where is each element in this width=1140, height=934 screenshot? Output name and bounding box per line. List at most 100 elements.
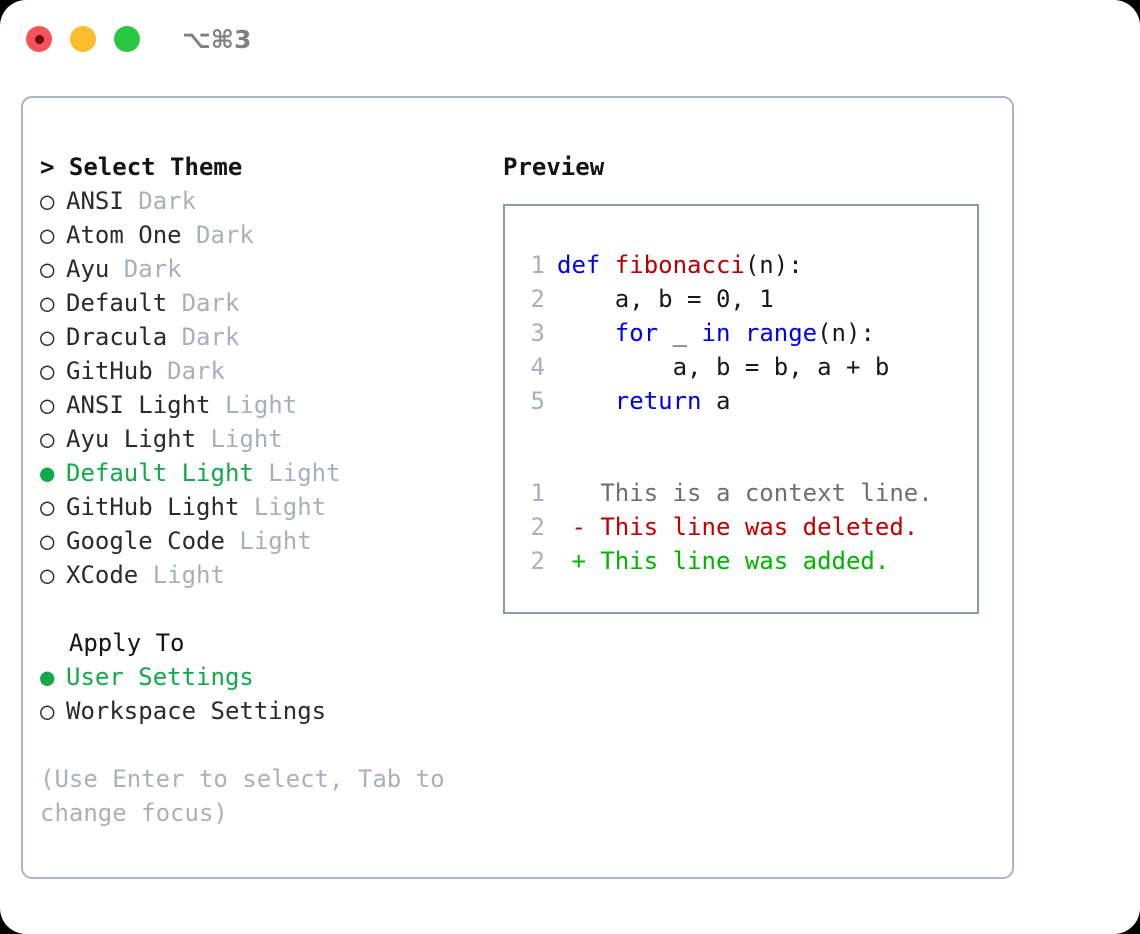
line-number: 3 xyxy=(530,319,545,347)
theme-option-label: GitHub xyxy=(66,357,153,385)
theme-option[interactable]: ○ Ayu Dark xyxy=(40,252,480,286)
diff-line-number: 2 xyxy=(530,513,545,541)
theme-list: ○ANSI Dark○Atom One Dark○Ayu Dark○Defaul… xyxy=(40,184,480,592)
diff-line-number: 2 xyxy=(530,547,545,575)
title-bar: ⌥⌘3 xyxy=(0,0,1140,78)
theme-option[interactable]: ● Default Light Light xyxy=(40,456,480,490)
code-diff-spacer xyxy=(519,418,977,476)
theme-option[interactable]: ○ XCode Light xyxy=(40,558,480,592)
minimize-button[interactable] xyxy=(70,26,96,52)
diff-line-text: + This line was added. xyxy=(557,547,890,575)
hint-spacer xyxy=(40,728,480,762)
radio-unselected-icon: ○ xyxy=(40,561,55,589)
radio-unselected-icon: ○ xyxy=(40,391,55,419)
diff-line-number: 1 xyxy=(530,479,545,507)
radio-unselected-icon: ○ xyxy=(40,697,55,725)
theme-option-variant: Dark xyxy=(167,323,240,351)
radio-unselected-icon: ○ xyxy=(40,323,55,351)
theme-option-variant: Dark xyxy=(152,357,225,385)
main-panel: > Select Theme ○ANSI Dark○Atom One Dark○… xyxy=(21,96,1014,879)
theme-option[interactable]: ○ Dracula Dark xyxy=(40,320,480,354)
code-token-plain: a xyxy=(701,387,731,415)
radio-selected-icon: ● xyxy=(40,663,55,691)
close-button[interactable] xyxy=(26,26,52,52)
select-theme-heading: > Select Theme xyxy=(40,153,243,181)
radio-unselected-icon: ○ xyxy=(40,425,55,453)
theme-option-label: Dracula xyxy=(66,323,168,351)
theme-option[interactable]: ○Atom One Dark xyxy=(40,218,480,252)
close-icon xyxy=(34,34,44,44)
window-controls xyxy=(26,26,140,52)
code-line: 3 for _ in range(n): xyxy=(519,316,977,350)
list-spacer xyxy=(40,592,480,626)
theme-option-label: Default Light xyxy=(66,459,254,487)
code-line: 1 def fibonacci(n): xyxy=(519,248,977,282)
theme-option-label: Default xyxy=(66,289,168,317)
line-number: 4 xyxy=(530,353,545,381)
shortcut-label: ⌥⌘3 xyxy=(182,24,252,54)
apply-to-option-label: Workspace Settings xyxy=(66,697,327,725)
hint-line-1: (Use Enter to select, Tab to xyxy=(40,765,445,793)
theme-option-label: Google Code xyxy=(66,527,225,555)
diff-line: 2 + This line was added. xyxy=(519,544,977,578)
theme-option-variant: Light xyxy=(138,561,225,589)
code-token-keyword: def xyxy=(557,251,615,279)
code-token-plain xyxy=(557,319,615,347)
line-number: 1 xyxy=(530,251,545,279)
theme-picker-column: > Select Theme ○ANSI Dark○Atom One Dark○… xyxy=(40,150,480,830)
line-number: 5 xyxy=(530,387,545,415)
theme-option[interactable]: ○ Ayu Light Light xyxy=(40,422,480,456)
code-line: 5 return a xyxy=(519,384,977,418)
theme-option[interactable]: ○ Default Dark xyxy=(40,286,480,320)
theme-option[interactable]: ○ ANSI Dark xyxy=(40,184,480,218)
theme-option-label: Ayu Light xyxy=(66,425,197,453)
code-token-function: fibonacci xyxy=(614,251,745,279)
radio-unselected-icon: ○ xyxy=(40,357,55,385)
theme-option-label: XCode xyxy=(66,561,139,589)
code-token-plain: a, b = b, a + b xyxy=(557,353,890,381)
theme-option-label: GitHub Light xyxy=(66,493,240,521)
theme-option[interactable]: ○ANSI Light Light xyxy=(40,388,480,422)
radio-unselected-icon: ○ xyxy=(40,221,55,249)
radio-unselected-icon: ○ xyxy=(40,493,55,521)
theme-option-variant: Light xyxy=(239,493,327,521)
code-token-plain: (n): xyxy=(817,319,875,347)
hint-line-2: change focus) xyxy=(40,799,228,827)
radio-unselected-icon: ○ xyxy=(40,255,55,283)
code-token-keyword: for xyxy=(614,319,659,347)
theme-option-variant: Dark xyxy=(181,221,254,249)
code-line: 4 a, b = b, a + b xyxy=(519,350,977,384)
apply-to-option[interactable]: ● User Settings xyxy=(40,660,480,694)
theme-option[interactable]: ○Google Code Light xyxy=(40,524,480,558)
theme-option-variant: Light xyxy=(253,459,341,487)
maximize-button[interactable] xyxy=(114,26,140,52)
theme-option[interactable]: ○ GitHub Dark xyxy=(40,354,480,388)
code-line: 2 a, b = 0, 1 xyxy=(519,282,977,316)
theme-option-label: ANSI xyxy=(66,187,124,215)
radio-unselected-icon: ○ xyxy=(40,527,55,555)
code-token-plain: (n): xyxy=(744,251,803,279)
radio-selected-icon: ● xyxy=(40,459,55,487)
apply-to-option[interactable]: ○ Workspace Settings xyxy=(40,694,480,728)
apply-to-option-label: User Settings xyxy=(66,663,254,691)
theme-option-variant: Light xyxy=(196,425,283,453)
theme-option-variant: Dark xyxy=(167,289,240,317)
theme-option-label: Ayu xyxy=(66,255,110,283)
code-token-keyword: return xyxy=(614,387,702,415)
theme-option-variant: Dark xyxy=(109,255,182,283)
apply-to-heading: Apply To xyxy=(68,629,185,657)
code-token-plain xyxy=(557,387,615,415)
theme-option-variant: Dark xyxy=(123,187,197,215)
radio-unselected-icon: ○ xyxy=(40,289,55,317)
preview-heading: Preview xyxy=(503,153,605,181)
diff-sample: 1 This is a context line.2 - This line w… xyxy=(519,476,977,578)
line-number: 2 xyxy=(530,285,545,313)
theme-option[interactable]: ○ GitHub Light Light xyxy=(40,490,480,524)
radio-unselected-icon: ○ xyxy=(40,187,55,215)
code-token-plain: a, b = 0, 1 xyxy=(557,285,774,313)
code-token-keyword: in range xyxy=(701,319,818,347)
apply-to-list: ● User Settings ○ Workspace Settings xyxy=(40,660,480,728)
